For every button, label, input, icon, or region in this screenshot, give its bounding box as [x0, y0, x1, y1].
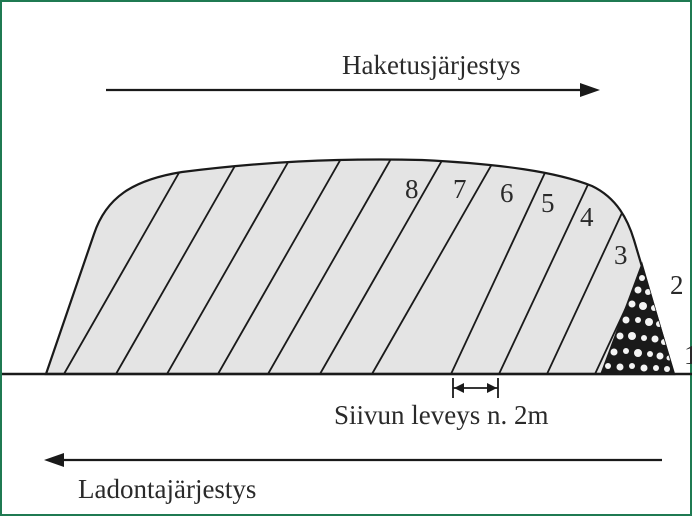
slice-line: [63, 159, 193, 374]
slice-number-1: 1: [684, 340, 692, 370]
slice-line: [450, 161, 551, 374]
slice-line: [267, 159, 397, 374]
slice-line: [319, 159, 449, 374]
chipping-order-arrowhead: [580, 83, 600, 97]
slice-number-8: 8: [405, 174, 419, 204]
slice-width-label: Siivun leveys n. 2m: [334, 400, 549, 430]
slice-number-5: 5: [541, 188, 555, 218]
slice-line: [546, 199, 629, 374]
slice-number-3: 3: [614, 240, 628, 270]
slice-line: [115, 159, 245, 374]
slice-lines: [63, 159, 653, 374]
slice-width-arrowhead-left: [454, 383, 464, 393]
slice-number-2: 2: [670, 270, 684, 300]
chipping-order-label: Haketusjärjestys: [342, 50, 520, 80]
slice-line: [166, 159, 296, 374]
slice-line: [217, 159, 347, 374]
wood-pile: [44, 158, 676, 376]
stacking-order-label: Ladontajärjestys: [78, 474, 256, 504]
slice-number-4: 4: [580, 202, 594, 232]
slice-line: [498, 175, 593, 374]
slice-width-arrowhead-right: [487, 383, 497, 393]
slice-number-6: 6: [500, 178, 514, 208]
slice-line: [371, 159, 501, 374]
slice-number-7: 7: [453, 174, 467, 204]
stacking-order-arrowhead: [44, 453, 64, 467]
